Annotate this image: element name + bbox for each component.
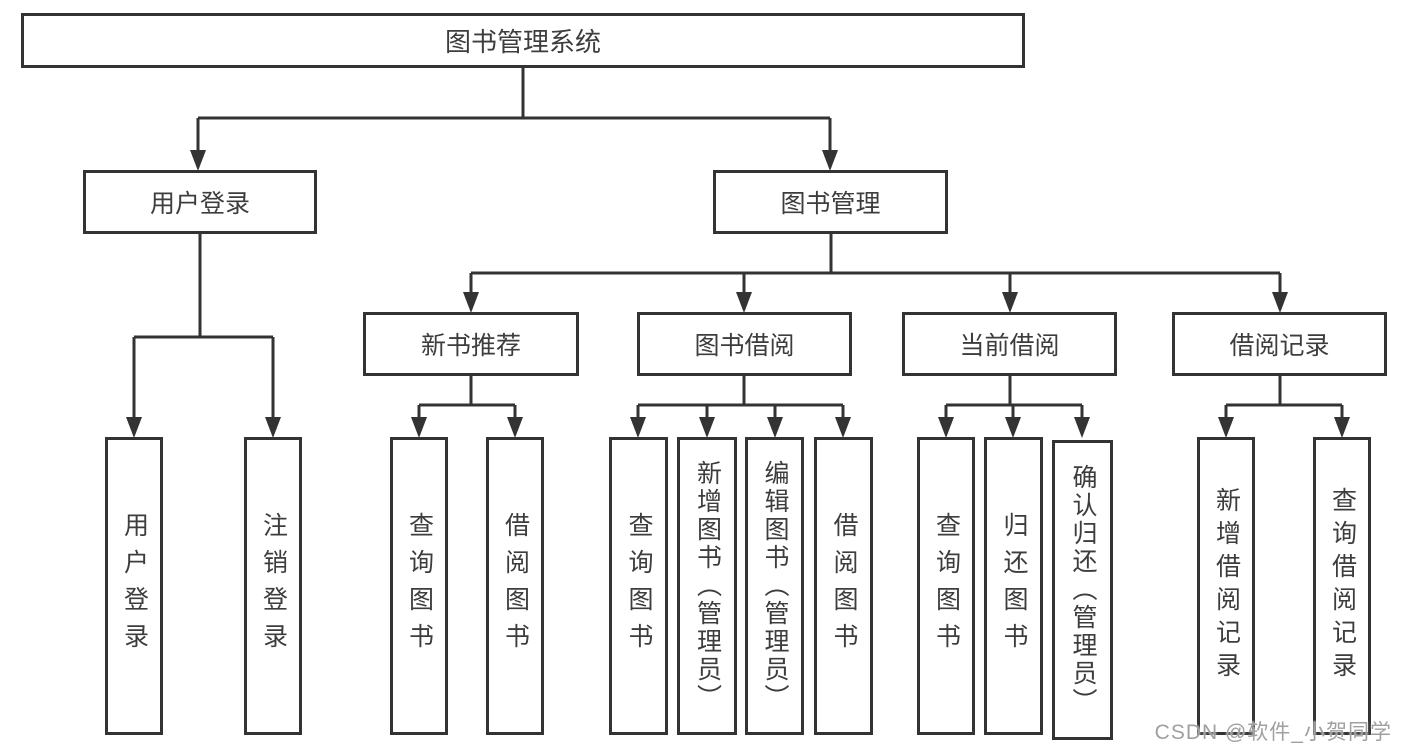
node-query-books-1: 查询图书 [390,437,448,735]
node-new-book-recommendation: 新书推荐 [363,312,579,376]
node-edit-book-admin: 编辑图书（管理员） [745,437,804,735]
node-leaf-user-login: 用户登录 [105,437,163,735]
watermark-text: CSDN @软件_小贺同学 [1154,721,1392,744]
node-leaf-logout: 注销登录 [244,437,302,735]
node-borrowing-records: 借阅记录 [1172,312,1387,376]
node-library-management-system: 图书管理系统 [21,13,1025,68]
node-confirm-return-admin: 确认归还（管理员） [1052,440,1113,740]
node-return-books: 归还图书 [984,437,1043,735]
node-book-borrowing: 图书借阅 [637,312,852,376]
node-query-borrow-record: 查询借阅记录 [1313,437,1371,735]
node-add-book-admin: 新增图书（管理员） [677,437,737,735]
node-borrow-books-1: 借阅图书 [486,437,544,735]
node-add-borrow-record: 新增借阅记录 [1197,437,1255,735]
node-borrow-books-2: 借阅图书 [814,437,873,735]
node-current-borrowing: 当前借阅 [902,312,1117,376]
arrowheads [126,150,1350,438]
node-query-books-3: 查询图书 [917,437,975,735]
node-user-login: 用户登录 [83,170,317,234]
node-book-management: 图书管理 [713,170,948,234]
node-query-books-2: 查询图书 [609,437,668,735]
